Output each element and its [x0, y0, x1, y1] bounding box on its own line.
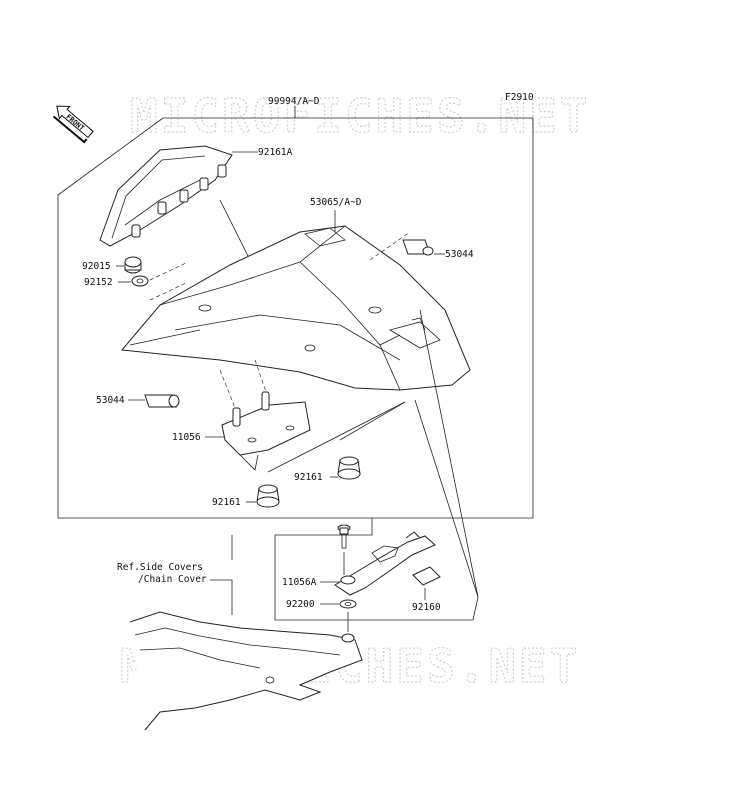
label-reference-line1: Ref.Side Covers [117, 562, 203, 573]
label-pad-left: 53044 [96, 395, 125, 406]
damper-right [337, 456, 361, 480]
washer-top [131, 275, 149, 287]
lower-outline [274, 518, 473, 621]
front-arrow-icon: FRONT [52, 105, 94, 144]
collar [124, 256, 142, 274]
label-seat-cowl: 53065/A~D [310, 197, 362, 208]
pad-left [144, 394, 180, 408]
bracket [221, 391, 311, 471]
label-cowl-tail: 92161A [258, 147, 293, 158]
label-pad-right: 53044 [445, 249, 474, 260]
side-cover-reference [129, 611, 363, 731]
label-bracket: 11056 [172, 432, 201, 443]
figure-code: F2910 [505, 92, 534, 103]
label-assembly: 99994/A~D [268, 96, 320, 107]
watermark-top: MICROFICHES.NET [130, 89, 590, 143]
label-washer-bottom: 92200 [286, 599, 315, 610]
pad-small [412, 566, 441, 586]
assembly-outline [57, 117, 534, 519]
label-reference-line2: /Chain Cover [138, 574, 207, 585]
damper-left [256, 484, 280, 508]
screw [337, 524, 351, 549]
label-washer-top: 92152 [84, 277, 113, 288]
seat-cowl [121, 225, 471, 391]
label-bracket-a: 11056A [282, 577, 317, 588]
pad-right [402, 239, 434, 256]
label-damper-left: 92161 [212, 497, 241, 508]
label-collar: 92015 [82, 261, 111, 272]
label-pad-small: 92160 [412, 602, 441, 613]
label-damper-right: 92161 [294, 472, 323, 483]
bracket-a [334, 531, 436, 596]
tail-cowl [99, 145, 233, 247]
washer-bottom [339, 599, 357, 609]
